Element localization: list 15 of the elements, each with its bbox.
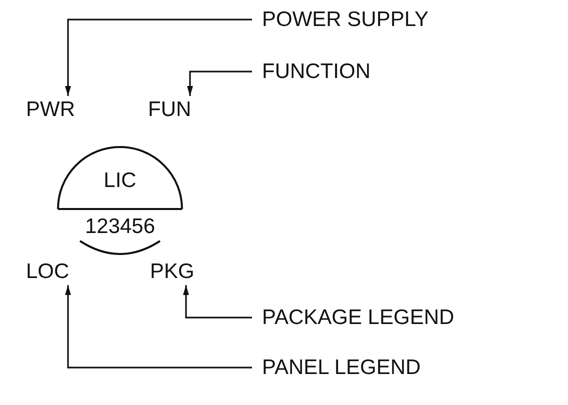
symbol-number: 123456 [84, 215, 156, 238]
arrow [65, 18, 252, 96]
label-text: FUNCTION [262, 60, 370, 84]
arrow [183, 285, 252, 318]
arrow [187, 70, 252, 96]
symbol-label: LIC [104, 169, 136, 192]
label-text: PKG [150, 260, 194, 284]
label-text: POWER SUPPLY [262, 8, 428, 32]
logic-symbol [56, 143, 184, 257]
label-text: LOC [26, 260, 70, 284]
label-text: PWR [26, 98, 75, 122]
label-text: FUN [148, 98, 192, 122]
arrow [65, 285, 252, 368]
label-text: PACKAGE LEGEND [262, 306, 454, 330]
label-text: PANEL LEGEND [262, 356, 421, 380]
